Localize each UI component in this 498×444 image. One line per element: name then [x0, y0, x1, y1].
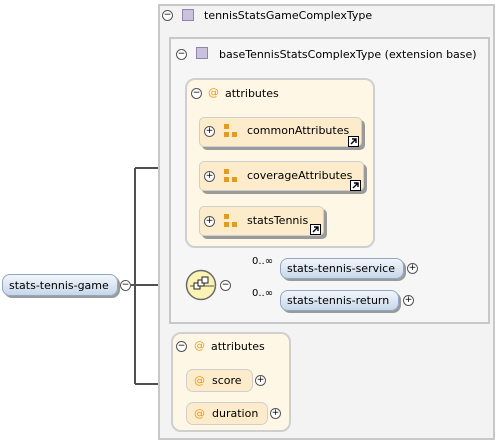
reference-arrow-icon [348, 136, 359, 147]
attributes-at-icon: @ [194, 339, 205, 352]
collapse-toggle-sequence[interactable]: − [220, 280, 231, 291]
attribute-group-icon [224, 169, 237, 182]
attribute-group-stats-tennis[interactable] [199, 206, 324, 236]
root-element-stats-tennis-game[interactable] [2, 274, 118, 296]
stats-tennis-label: statsTennis [247, 214, 309, 227]
complex-type-label: tennisStatsGameComplexType [204, 9, 373, 22]
element-stats-tennis-return[interactable] [280, 290, 399, 311]
attributes-at-icon: @ [208, 86, 219, 99]
reference-arrow-icon [310, 224, 321, 235]
base-attributes-label: attributes [225, 87, 279, 100]
score-label: score [212, 374, 242, 387]
collapse-toggle-own-attributes[interactable]: − [176, 341, 187, 352]
reference-arrow-icon [350, 180, 361, 191]
attribute-score[interactable] [186, 369, 253, 392]
coverage-attributes-label: coverageAttributes [247, 169, 353, 182]
root-element-label: stats-tennis-game [9, 279, 109, 292]
collapse-toggle-root[interactable]: − [120, 280, 131, 291]
complex-type-icon [182, 9, 194, 21]
duration-label: duration [212, 407, 259, 420]
attribute-duration[interactable] [186, 402, 268, 425]
element-stats-tennis-service[interactable] [280, 258, 404, 279]
expand-toggle-stats-tennis[interactable]: + [204, 216, 215, 227]
stats-tennis-service-label: stats-tennis-service [287, 262, 395, 275]
base-type-label: baseTennisStatsComplexType (extension ba… [219, 48, 477, 61]
base-type-icon [196, 47, 208, 59]
attribute-at-icon: @ [194, 374, 205, 387]
expand-toggle-duration[interactable]: + [270, 408, 281, 419]
sequence-compositor-icon[interactable] [185, 269, 219, 303]
expand-toggle-stats-tennis-return[interactable]: + [403, 295, 414, 306]
own-attributes-label: attributes [211, 340, 265, 353]
expand-toggle-coverage-attributes[interactable]: + [204, 171, 215, 182]
common-attributes-label: commonAttributes [247, 124, 350, 137]
expand-toggle-stats-tennis-service[interactable]: + [407, 263, 418, 274]
attribute-at-icon: @ [194, 407, 205, 420]
return-cardinality: 0..∞ [252, 288, 274, 299]
collapse-toggle-complex-type[interactable]: − [162, 10, 173, 21]
service-cardinality: 0..∞ [252, 256, 274, 267]
attribute-group-coverage-attributes[interactable] [199, 161, 364, 191]
collapse-toggle-base-type[interactable]: − [176, 49, 187, 60]
stats-tennis-return-label: stats-tennis-return [287, 294, 390, 307]
collapse-toggle-base-attributes[interactable]: − [191, 88, 202, 99]
attribute-group-icon [224, 124, 237, 137]
expand-toggle-score[interactable]: + [255, 375, 266, 386]
expand-toggle-common-attributes[interactable]: + [204, 126, 215, 137]
attribute-group-icon [224, 214, 237, 227]
